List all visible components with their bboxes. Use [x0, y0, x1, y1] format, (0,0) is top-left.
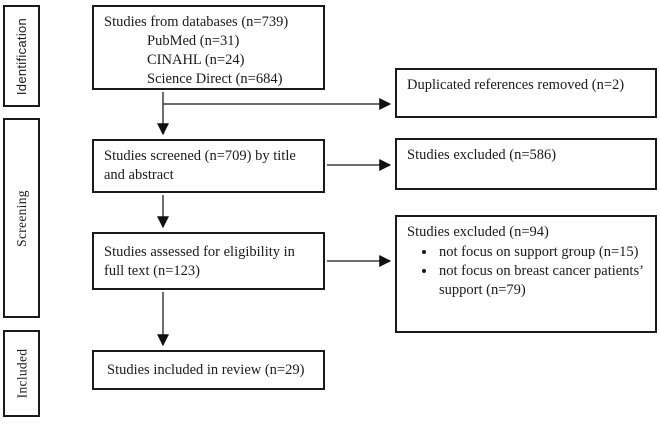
databases-title: Studies from databases (n=739) [104, 14, 289, 30]
stage-box-identification: Identification [3, 5, 40, 107]
box-studies-from-databases: Studies from databases (n=739) PubMed (n… [92, 5, 325, 90]
database-source-pubmed: PubMed (n=31) [147, 33, 240, 49]
stage-label-screening: Screening [14, 189, 29, 247]
stage-label-identification: Identification [14, 17, 30, 95]
screened-text: Studies screened (n=709) by title and ab… [104, 148, 296, 183]
duplicates-removed-text: Duplicated references removed (n=2) [407, 77, 625, 93]
database-source-science-direct: Science Direct (n=684) [147, 71, 283, 87]
excluded-screening-text: Studies excluded (n=586) [407, 147, 557, 163]
exclusion-reason-support-group: not focus on support group (n=15) [437, 243, 647, 262]
box-duplicates-removed: Duplicated references removed (n=2) [395, 68, 657, 118]
excluded-full-text-title: Studies excluded (n=94) [407, 224, 549, 240]
box-studies-screened: Studies screened (n=709) by title and ab… [92, 139, 325, 193]
exclusion-reason-list: not focus on support group (n=15) not fo… [407, 243, 647, 300]
stage-label-included: Included [14, 348, 30, 399]
included-text: Studies included in review (n=29) [107, 361, 305, 378]
stage-box-screening: Screening [3, 118, 40, 318]
box-excluded-full-text: Studies excluded (n=94) not focus on sup… [395, 215, 657, 333]
box-excluded-screening: Studies excluded (n=586) [395, 138, 657, 190]
stage-box-included: Included [3, 330, 40, 417]
exclusion-reason-breast-cancer-support: not focus on breast cancer patients’ sup… [437, 262, 647, 300]
box-studies-included: Studies included in review (n=29) [92, 350, 325, 390]
database-source-cinahl: CINAHL (n=24) [147, 52, 245, 68]
box-studies-assessed: Studies assessed for eligibility in full… [92, 232, 325, 290]
assessed-text: Studies assessed for eligibility in full… [104, 244, 295, 279]
